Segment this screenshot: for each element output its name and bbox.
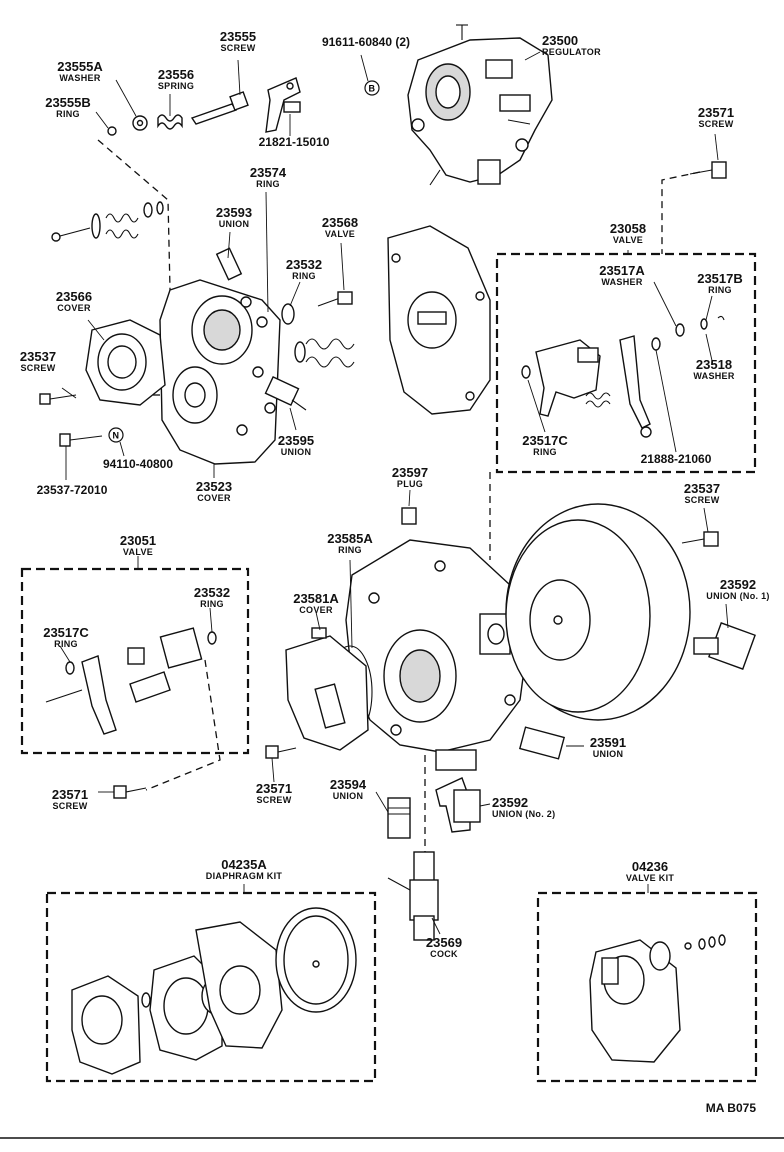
- label-21888-21060: 21888-21060: [640, 452, 712, 466]
- valve-kit-04236-parts: [589, 934, 726, 1063]
- union-23591: [518, 726, 566, 760]
- union-23594: [387, 797, 411, 839]
- valve-kit-box-23051: [20, 567, 250, 755]
- label-94110-40800: 94110-40800: [102, 457, 174, 471]
- assembly-line-valve-right: [661, 171, 701, 254]
- regulator-main-body: [345, 539, 529, 771]
- valve-23051-parts: [45, 627, 217, 735]
- diaphragm-kit-parts: [71, 907, 357, 1075]
- regulator-assembly: [407, 24, 553, 186]
- label-21821-15010: 21821-15010: [258, 135, 330, 149]
- svg-text:N: N: [113, 431, 120, 441]
- plug-23597: [401, 507, 417, 525]
- valve-kit-box-23058: [495, 252, 757, 474]
- marker-b-icon: B: [360, 54, 380, 96]
- union-23592-no1: [693, 622, 756, 670]
- cover-23566: [85, 319, 166, 406]
- valve-kit-box-04236: [536, 891, 758, 1083]
- cover-23581A: [285, 627, 369, 751]
- screw-23571-top: [689, 161, 727, 179]
- gasket-plate-center: [387, 225, 491, 415]
- valve-23058-parts: [521, 315, 725, 438]
- screw-group-23555: [107, 77, 301, 136]
- svg-text:B: B: [369, 84, 376, 94]
- assembly-line-left-valve: [145, 659, 221, 791]
- valve-23568: [281, 291, 355, 368]
- label-23537-72010: 23537-72010: [36, 483, 108, 497]
- leader-lines: [59, 51, 729, 935]
- diagram-code: MA B075: [705, 1101, 756, 1115]
- marker-n-icon: N: [108, 427, 124, 443]
- spring-assembly-left: [51, 201, 164, 242]
- union-23595: [264, 375, 307, 411]
- label-91611-60840: 91611-60840 (2): [321, 35, 411, 49]
- diaphragm-kit-box: [45, 891, 377, 1083]
- screw-23571-center: [265, 745, 297, 759]
- cock-23569: [387, 851, 439, 941]
- screw-23537-72010: [59, 433, 103, 447]
- screw-23571-left: [113, 785, 147, 799]
- union-23592-no2: [435, 777, 481, 833]
- screw-23537-right: [681, 531, 719, 547]
- cover-23523: [159, 247, 281, 465]
- screw-23537-left: [39, 393, 77, 405]
- diaphragm-cover-right: [505, 503, 691, 721]
